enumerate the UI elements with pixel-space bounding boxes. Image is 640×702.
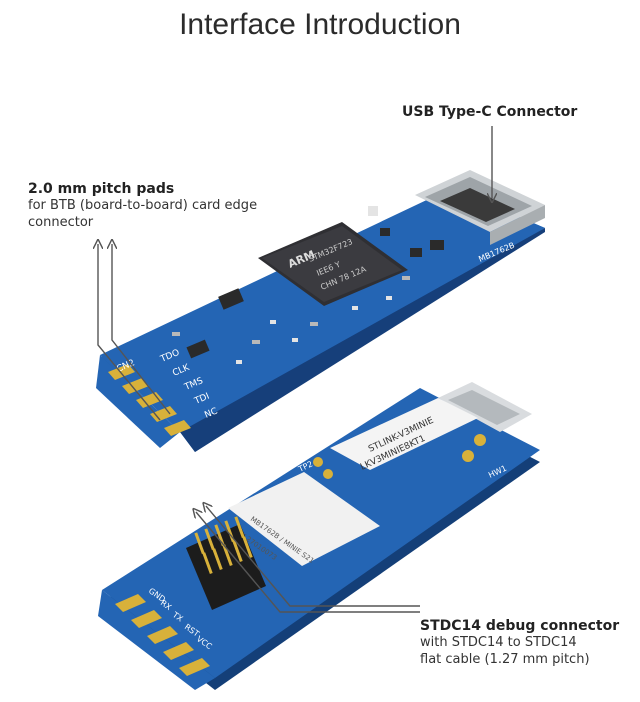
pads-callout-line2: connector bbox=[28, 215, 94, 230]
pads-callout-line bbox=[98, 244, 161, 421]
id-sticker-2 bbox=[228, 472, 380, 566]
stdc-callout-heading: STDC14 debug connector bbox=[420, 618, 620, 634]
stdc-callout: STDC14 debug connector with STDC14 to ST… bbox=[420, 618, 635, 668]
pads-callout-heading: 2.0 mm pitch pads bbox=[28, 181, 175, 197]
callout-lines bbox=[98, 126, 492, 613]
pads-callout: 2.0 mm pitch pads for BTB (board-to-boar… bbox=[28, 181, 328, 231]
page-title: Interface Introduction bbox=[179, 8, 461, 41]
bottom-board: STLINK-V3MINIE LKV3MINIE8KT1 MB1762B / M… bbox=[98, 382, 540, 690]
usb-callout: USB Type-C Connector bbox=[402, 104, 577, 120]
top-edge-pads bbox=[108, 364, 191, 436]
svg-text:TP1: TP1 bbox=[288, 443, 306, 458]
stdc-callout-line1: with STDC14 to STDC14 bbox=[420, 635, 577, 650]
mcu-chip: ARM STM32F723 IEE6 Y CHN 78 12A bbox=[258, 222, 408, 306]
pads-callout-line-2 bbox=[112, 244, 171, 415]
pads-callout-line1: for BTB (board-to-board) card edge bbox=[28, 198, 258, 213]
usb-callout-heading: USB Type-C Connector bbox=[402, 104, 578, 120]
usb-c-connector bbox=[415, 170, 545, 245]
stdc-callout-line bbox=[196, 512, 420, 613]
svg-text:NC: NC bbox=[203, 406, 219, 420]
top-board: ARM STM32F723 IEE6 Y CHN 78 12A bbox=[96, 170, 545, 452]
stdc-callout-line-2 bbox=[206, 506, 420, 607]
bottom-edge-pads bbox=[115, 594, 210, 676]
stdc-callout-line2: flat cable (1.27 mm pitch) bbox=[420, 652, 590, 667]
id-sticker bbox=[330, 398, 478, 470]
